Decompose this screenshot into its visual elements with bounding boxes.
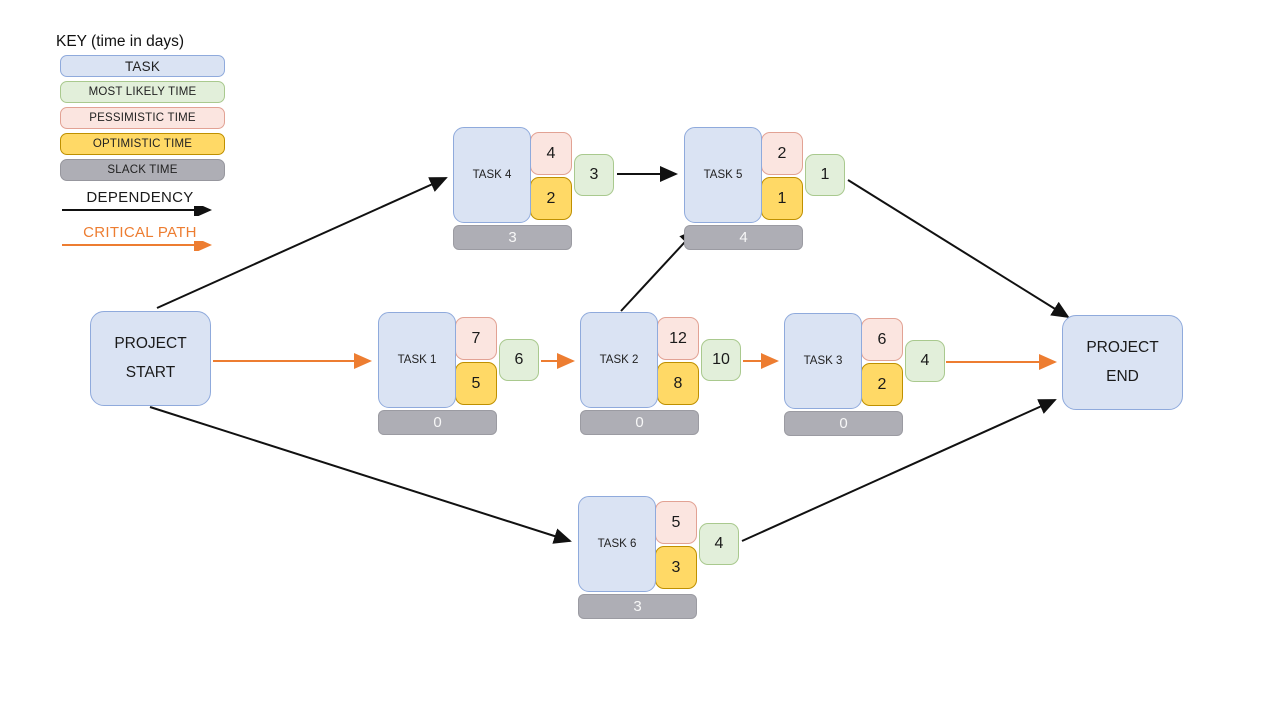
key-optimistic-swatch: OPTIMISTIC TIME (60, 133, 225, 155)
task3-most-likely-time: 4 (905, 340, 945, 382)
task6-slack-time: 3 (578, 594, 697, 619)
task6-optimistic-time: 3 (655, 546, 697, 589)
task5-box: TASK 5 (684, 127, 762, 223)
task4-most-likely-time: 3 (574, 154, 614, 196)
task3-box: TASK 3 (784, 313, 862, 409)
task2-slack-time: 0 (580, 410, 699, 435)
task1-most-likely-time: 6 (499, 339, 539, 381)
task5-pessimistic-time: 2 (761, 132, 803, 175)
project-start-node: PROJECT START (90, 311, 211, 406)
dependency-arrow-icon (62, 206, 212, 216)
task1-node: TASK 1 7 5 6 0 (378, 312, 540, 436)
dependency-label: DEPENDENCY (86, 189, 194, 206)
task2-box: TASK 2 (580, 312, 658, 408)
task2-node: TASK 2 12 8 10 0 (580, 312, 742, 436)
key-slack-swatch: SLACK TIME (60, 159, 225, 181)
task1-box: TASK 1 (378, 312, 456, 408)
task2-most-likely-time: 10 (701, 339, 741, 381)
key-critical-path-row: CRITICAL PATH (55, 224, 225, 251)
task1-slack-time: 0 (378, 410, 497, 435)
task4-pessimistic-time: 4 (530, 132, 572, 175)
critical-path-label: CRITICAL PATH (83, 224, 197, 241)
task6-pessimistic-time: 5 (655, 501, 697, 544)
task1-pessimistic-time: 7 (455, 317, 497, 360)
task6-node: TASK 6 5 3 4 3 (578, 496, 740, 620)
task6-most-likely-time: 4 (699, 523, 739, 565)
task3-pessimistic-time: 6 (861, 318, 903, 361)
task1-optimistic-time: 5 (455, 362, 497, 405)
task3-optimistic-time: 2 (861, 363, 903, 406)
task5-node: TASK 5 2 1 1 4 (684, 127, 846, 251)
key-title: KEY (time in days) (56, 33, 185, 50)
task5-slack-time: 4 (684, 225, 803, 250)
task5-most-likely-time: 1 (805, 154, 845, 196)
task2-pessimistic-time: 12 (657, 317, 699, 360)
key-task-swatch: TASK (60, 55, 225, 77)
task6-box: TASK 6 (578, 496, 656, 592)
task2-optimistic-time: 8 (657, 362, 699, 405)
task4-slack-time: 3 (453, 225, 572, 250)
task3-slack-time: 0 (784, 411, 903, 436)
key-legend: KEY (time in days) TASK MOST LIKELY TIME… (55, 33, 231, 251)
task4-box: TASK 4 (453, 127, 531, 223)
critical-path-arrow-icon (62, 241, 212, 251)
task4-node: TASK 4 4 2 3 3 (453, 127, 615, 251)
key-pessimistic-swatch: PESSIMISTIC TIME (60, 107, 225, 129)
task4-optimistic-time: 2 (530, 177, 572, 220)
task5-optimistic-time: 1 (761, 177, 803, 220)
edge-task5-end (847, 179, 1070, 319)
key-dependency-row: DEPENDENCY (55, 189, 225, 216)
task3-node: TASK 3 6 2 4 0 (784, 313, 946, 437)
project-end-node: PROJECT END (1062, 315, 1183, 410)
key-most-likely-swatch: MOST LIKELY TIME (60, 81, 225, 103)
